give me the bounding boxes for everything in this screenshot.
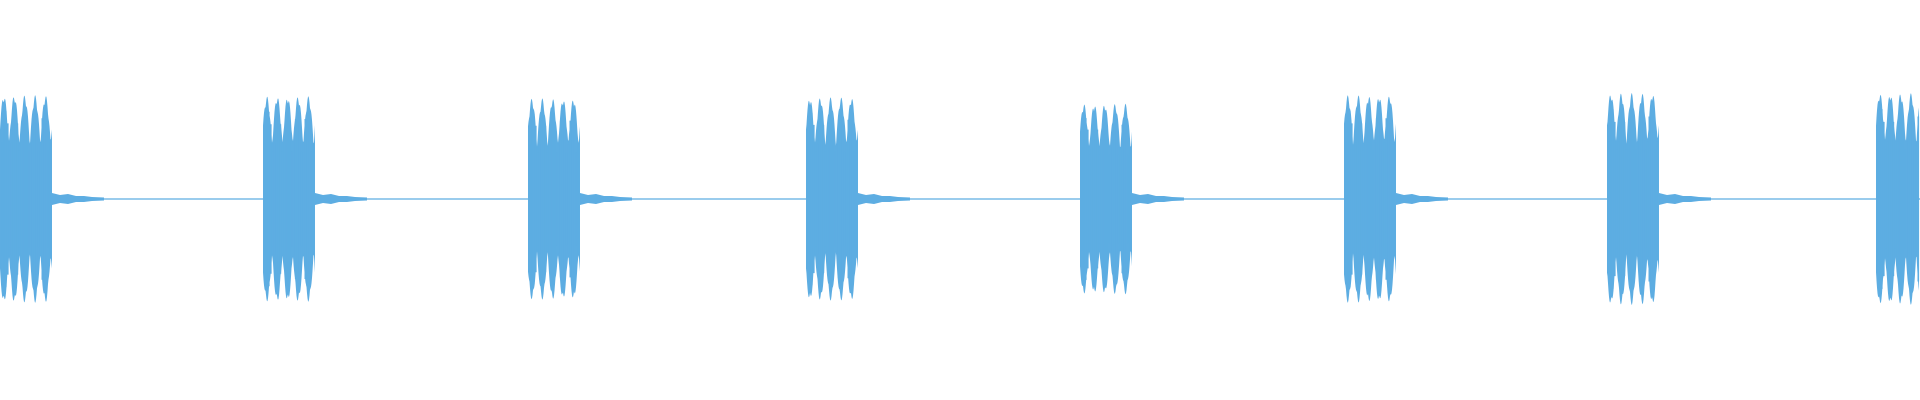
waveform-tail bbox=[1659, 193, 1711, 205]
waveform-tail bbox=[858, 193, 910, 205]
waveform-bursts bbox=[0, 93, 1920, 305]
waveform-tail bbox=[580, 193, 632, 205]
waveform-tail bbox=[315, 193, 367, 205]
waveform-tail bbox=[1396, 193, 1448, 205]
waveform-tail bbox=[52, 193, 104, 205]
waveform-tail bbox=[1132, 193, 1184, 205]
